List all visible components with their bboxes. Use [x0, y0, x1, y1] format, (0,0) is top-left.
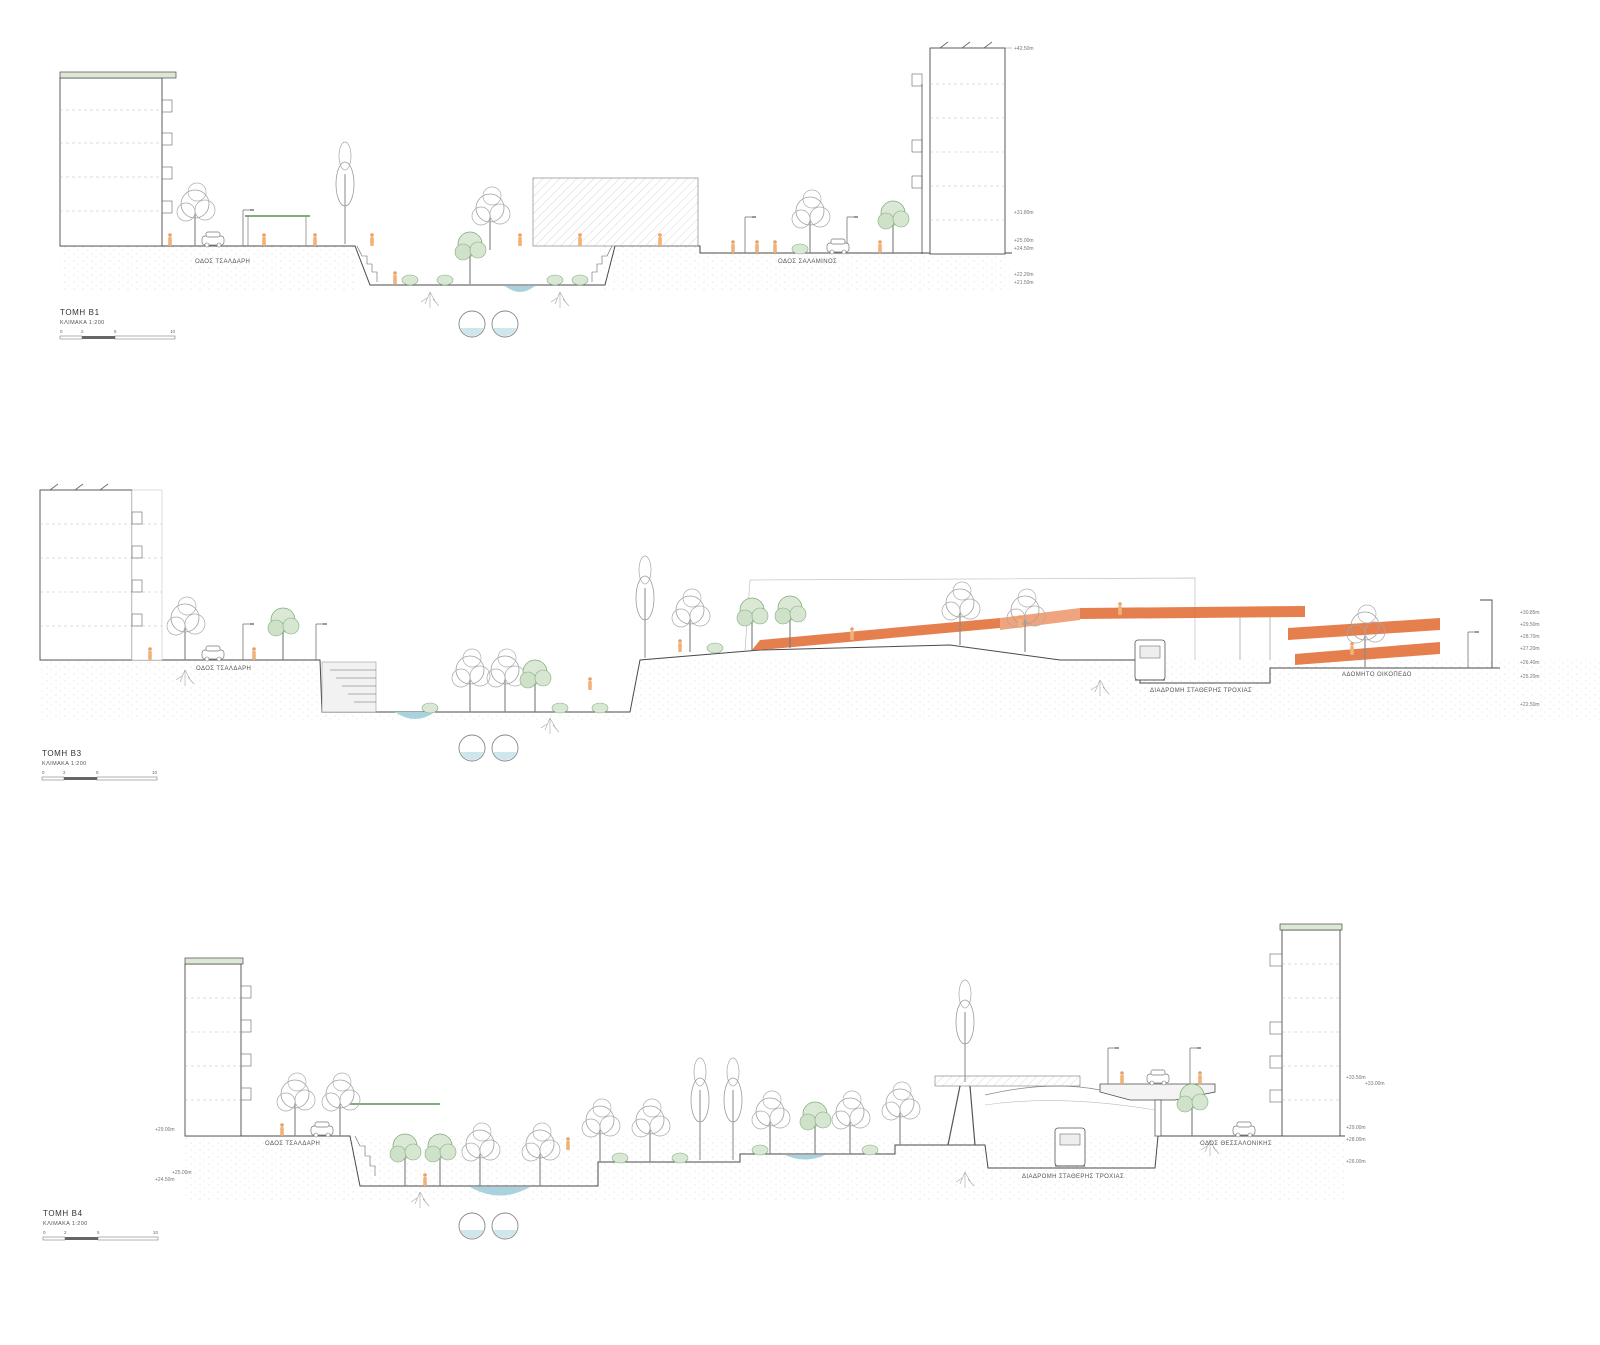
scale-bar: 0 2 5 10: [42, 1230, 159, 1241]
level-mark: +27.20m: [1520, 646, 1540, 652]
soil-b3: [40, 660, 1600, 720]
building-left-b1: [59, 71, 177, 247]
scale-label: ΚΛΙΜΑΚΑ 1:200: [42, 761, 87, 767]
scale-bar: 0 2 5 10: [41, 770, 158, 781]
scale-tick: 2: [81, 329, 84, 334]
ground-line-b4: [185, 1135, 1345, 1187]
stream-b1: [505, 286, 535, 292]
scale-tick: 0: [60, 329, 63, 334]
stair-block-b3: [321, 661, 377, 713]
section-title: ΤΟΜΗ Β4: [43, 1209, 83, 1218]
street-label: ΟΔΟΣ ΤΣΑΛΔΑΡΗ: [195, 259, 250, 265]
stream-b3: [395, 712, 435, 719]
section-title: ΤΟΜΗ Β1: [60, 308, 100, 317]
street-label: ΟΔΟΣ ΤΣΑΛΔΑΡΗ: [196, 666, 251, 672]
section-b1: ΟΔΟΣ ΤΣΑΛΔΑΡΗ ΟΔΟΣ ΣΑΛΑΜΙΝΟΣ +42.50m +31…: [59, 41, 1034, 340]
level-mark: +24.50m: [155, 1177, 175, 1183]
level-mark: +33.00m: [1365, 1081, 1385, 1087]
scale-tick: 5: [114, 329, 117, 334]
level-mark: +31.80m: [1014, 210, 1034, 216]
title-block-b3: ΤΟΜΗ Β3 ΚΛΙΜΑΚΑ 1:200 0 2 5 10: [41, 749, 158, 781]
building-right-b4: [1269, 923, 1343, 1137]
level-mark: +26.40m: [1520, 660, 1540, 666]
level-mark: +22.50m: [1520, 702, 1540, 708]
scale-tick: 10: [153, 1230, 159, 1235]
level-mark: +22.20m: [1014, 272, 1034, 278]
scale-tick: 5: [97, 1230, 100, 1235]
steps-left-b1: [356, 245, 378, 282]
pond-b4: [785, 1155, 825, 1160]
level-mark: +33.50m: [1346, 1075, 1366, 1081]
building-left-b3: [39, 483, 163, 661]
scale-label: ΚΛΙΜΑΚΑ 1:200: [43, 1221, 88, 1227]
section-b3: ΟΔΟΣ ΤΣΑΛΔΑΡΗ ΔΙΑΔΡΟΜΗ ΣΤΑΘΕΡΗΣ ΤΡΟΧΙΑΣ …: [39, 483, 1600, 781]
ground-line-b1: [60, 245, 1012, 286]
level-mark: +25.20m: [1520, 674, 1540, 680]
building-left-b4: [184, 957, 252, 1137]
steps-left-b4: [354, 1135, 376, 1176]
level-mark: +21.50m: [1014, 280, 1034, 286]
scale-tick: 5: [96, 770, 99, 775]
scale-bar: 0 2 5 10: [59, 329, 176, 340]
level-marks-b3: +30.85m +29.50m +28.70m +27.20m +26.40m …: [1520, 610, 1540, 708]
building-right-b1: [911, 41, 1006, 255]
level-marks-b1: +42.50m +31.80m +25.00m +24.50m +22.20m …: [1005, 46, 1034, 286]
scale-tick: 0: [43, 1230, 46, 1235]
building-right-b3: [1480, 599, 1493, 668]
level-mark: +28.00m: [1346, 1137, 1366, 1143]
pergola-b1: [245, 215, 310, 246]
scale-tick: 2: [63, 770, 66, 775]
tram-b3: [1134, 639, 1166, 681]
street-label: ΔΙΑΔΡΟΜΗ ΣΤΑΘΕΡΗΣ ΤΡΟΧΙΑΣ: [1022, 1174, 1124, 1180]
scale-label: ΚΛΙΜΑΚΑ 1:200: [60, 320, 105, 326]
orange-ramps-b3: [752, 606, 1440, 665]
street-label: ΟΔΟΣ ΣΑΛΑΜΙΝΟΣ: [778, 259, 837, 265]
scale-tick: 0: [42, 770, 45, 775]
level-marks-b4-right: +33.50m +33.00m +29.00m +28.00m +26.00m: [1346, 1075, 1385, 1165]
level-mark: +25.00m: [1014, 238, 1034, 244]
street-label: ΑΔΟΜΗΤΟ ΟΙΚΟΠΕΔΟ: [1342, 672, 1412, 678]
title-block-b1: ΤΟΜΗ Β1 ΚΛΙΜΑΚΑ 1:200 0 2 5 10: [59, 308, 176, 340]
level-mark: +25.00m: [172, 1170, 192, 1176]
level-mark: +29.00m: [1346, 1125, 1366, 1131]
tram-b4: [1054, 1127, 1086, 1167]
soil-b1: [60, 246, 1010, 290]
street-label: ΔΙΑΔΡΟΜΗ ΣΤΑΘΕΡΗΣ ΤΡΟΧΙΑΣ: [1150, 688, 1252, 694]
level-mark: +29.50m: [1520, 622, 1540, 628]
scale-tick: 10: [152, 770, 158, 775]
pavilion-b1: [532, 177, 699, 247]
scale-tick: 2: [64, 1230, 67, 1235]
level-mark: +29.00m: [155, 1127, 175, 1133]
title-block-b4: ΤΟΜΗ Β4 ΚΛΙΜΑΚΑ 1:200 0 2 5 10: [42, 1209, 159, 1241]
level-mark: +30.85m: [1520, 610, 1540, 616]
level-mark: +28.70m: [1520, 634, 1540, 640]
section-b4: ΟΔΟΣ ΤΣΑΛΔΑΡΗ ΔΙΑΔΡΟΜΗ ΣΤΑΘΕΡΗΣ ΤΡΟΧΙΑΣ …: [42, 923, 1385, 1241]
scale-tick: 10: [170, 329, 176, 334]
level-mark: +26.00m: [1346, 1159, 1366, 1165]
level-marks-b4-left: +29.00m +25.00m +24.50m: [155, 1127, 192, 1183]
soil-b4: [185, 1136, 1345, 1200]
level-mark: +42.50m: [1014, 46, 1034, 52]
street-label: ΟΔΟΣ ΤΣΑΛΔΑΡΗ: [265, 1141, 320, 1147]
street-label: ΟΔΟΣ ΘΕΣΣΑΛΟΝΙΚΗΣ: [1200, 1141, 1272, 1147]
stream-b4: [470, 1187, 530, 1196]
level-mark: +24.50m: [1014, 246, 1034, 252]
section-title: ΤΟΜΗ Β3: [42, 749, 82, 758]
steps-right-b1: [591, 245, 613, 282]
